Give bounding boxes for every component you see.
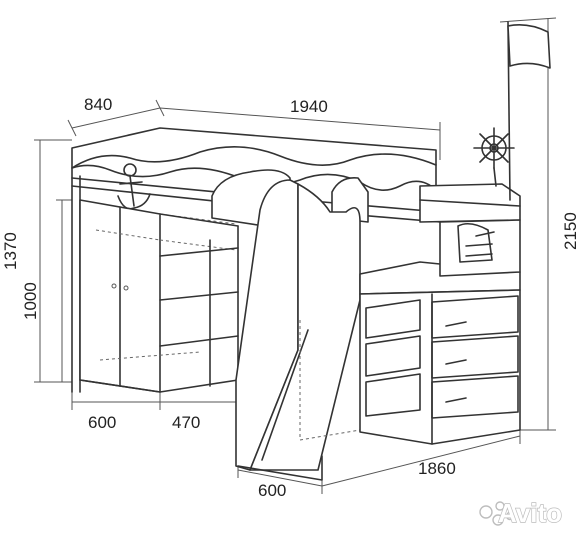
flag-icon bbox=[507, 21, 551, 201]
wardrobe bbox=[79, 199, 237, 393]
dim-slide-width-label: 600 bbox=[258, 481, 286, 500]
ship-tower bbox=[419, 183, 521, 277]
dim-total-height-label: 2150 bbox=[561, 212, 580, 250]
step-storage bbox=[359, 261, 521, 445]
dim-wardrobe-height-label: 1000 bbox=[21, 282, 40, 320]
avito-watermark: Avito bbox=[479, 497, 563, 529]
dim-depth-label: 840 bbox=[84, 95, 112, 114]
dim-total-length-label: 1940 bbox=[290, 97, 328, 116]
open-shelves bbox=[99, 213, 239, 393]
dim-bed-height-label: 1370 bbox=[1, 232, 20, 270]
dim-base-length-label: 1860 bbox=[418, 459, 456, 478]
anchor-icon bbox=[117, 163, 151, 210]
dim-wardrobe-width-label: 600 bbox=[88, 413, 116, 432]
watermark-text: Avito bbox=[498, 498, 562, 528]
ship-wheel-icon bbox=[473, 127, 515, 187]
dimension-lines bbox=[34, 17, 557, 494]
dim-shelf-width-label: 470 bbox=[172, 413, 200, 432]
